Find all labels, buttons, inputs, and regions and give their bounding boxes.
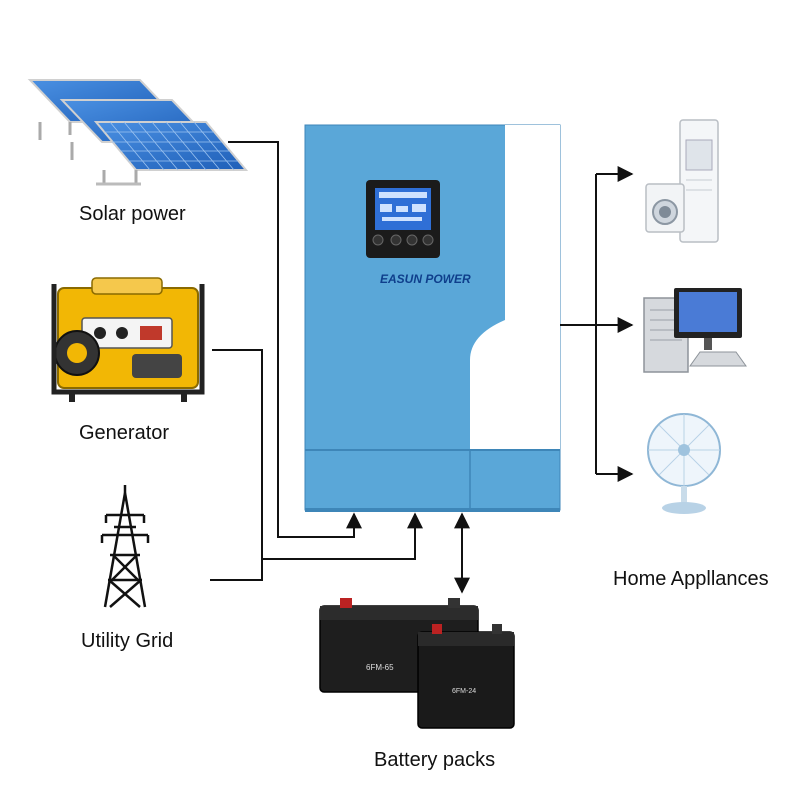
battery-small-icon: 6FM-24 [417, 624, 515, 729]
computer-icon [643, 288, 747, 373]
inverter-unit: EASUN POWER [304, 124, 561, 512]
grid-connection [210, 559, 263, 581]
utility-tower-icon [100, 485, 150, 608]
fan-icon [647, 413, 721, 514]
battery-packs-label: Battery packs [374, 749, 496, 771]
washing-machine-icon [645, 183, 685, 233]
svg-text:6FM-65: 6FM-65 [366, 663, 394, 672]
solar-panel-icon [27, 79, 249, 186]
utility-grid-label: Utility Grid [81, 630, 174, 652]
air-conditioner-icon [679, 119, 719, 243]
generator-icon [51, 277, 205, 402]
home-appliances-label: Home Appllances [613, 568, 769, 590]
solar-power-label: Solar power [79, 203, 186, 225]
generator-label: Generator [79, 422, 170, 444]
svg-text:6FM-24: 6FM-24 [452, 688, 476, 695]
solar-connection [228, 141, 362, 538]
brand-logo: EASUN POWER [380, 272, 471, 286]
connection-lines [210, 141, 634, 594]
svg-text:EASUN POWER: EASUN POWER [380, 272, 471, 286]
inverter-lcd-panel [366, 180, 440, 258]
